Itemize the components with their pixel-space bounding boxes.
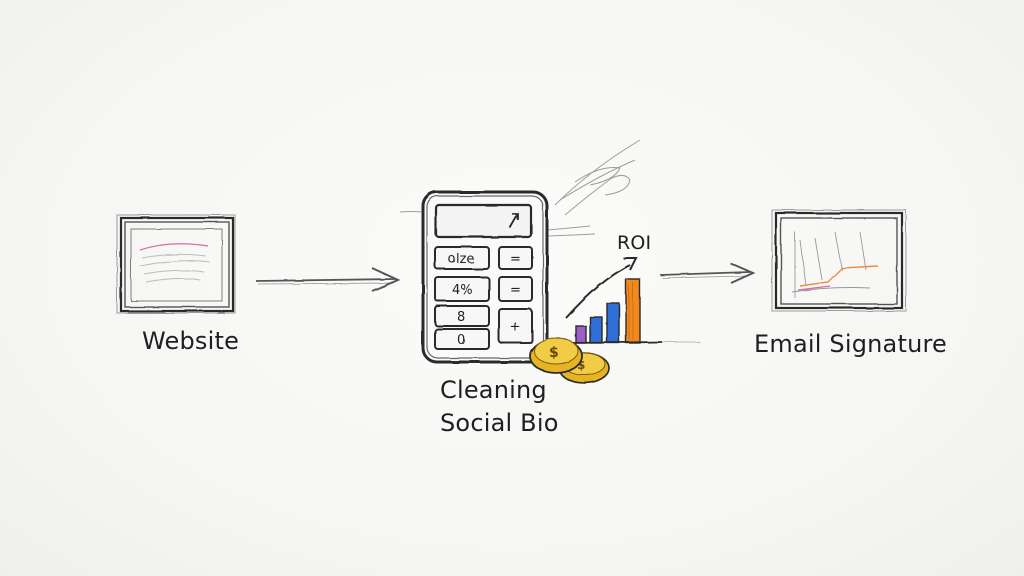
calculator-key: olze — [448, 252, 474, 267]
motion-swoosh — [399, 139, 641, 237]
calculator-key: 0 — [457, 333, 465, 348]
svg-text:$: $ — [549, 345, 559, 361]
calculator-key: + — [510, 320, 521, 335]
website-frame-icon — [116, 214, 236, 314]
svg-text:$: $ — [577, 358, 585, 372]
roi-label: ROI — [617, 232, 652, 254]
calculator-key: = — [510, 252, 521, 267]
email-signature-frame-icon — [771, 209, 907, 312]
center-label-line-1: Cleaning — [440, 376, 547, 404]
center-label-line-2: Social Bio — [440, 409, 559, 437]
center-label: Cleaning Social Bio — [440, 374, 559, 440]
calculator-key: 8 — [457, 310, 465, 325]
coins-icon: $ $ — [529, 337, 610, 384]
calculator-icon: olze = 4% = 8 0 + — [421, 190, 549, 364]
website-label: Website — [142, 327, 240, 355]
bar-chart-icon — [564, 257, 663, 344]
email-signature-label: Email Signature — [754, 330, 947, 358]
arrow-icon — [255, 267, 401, 292]
arrow-icon — [659, 262, 756, 343]
calculator-key: 4% — [452, 283, 473, 298]
calculator-key: = — [510, 283, 521, 298]
